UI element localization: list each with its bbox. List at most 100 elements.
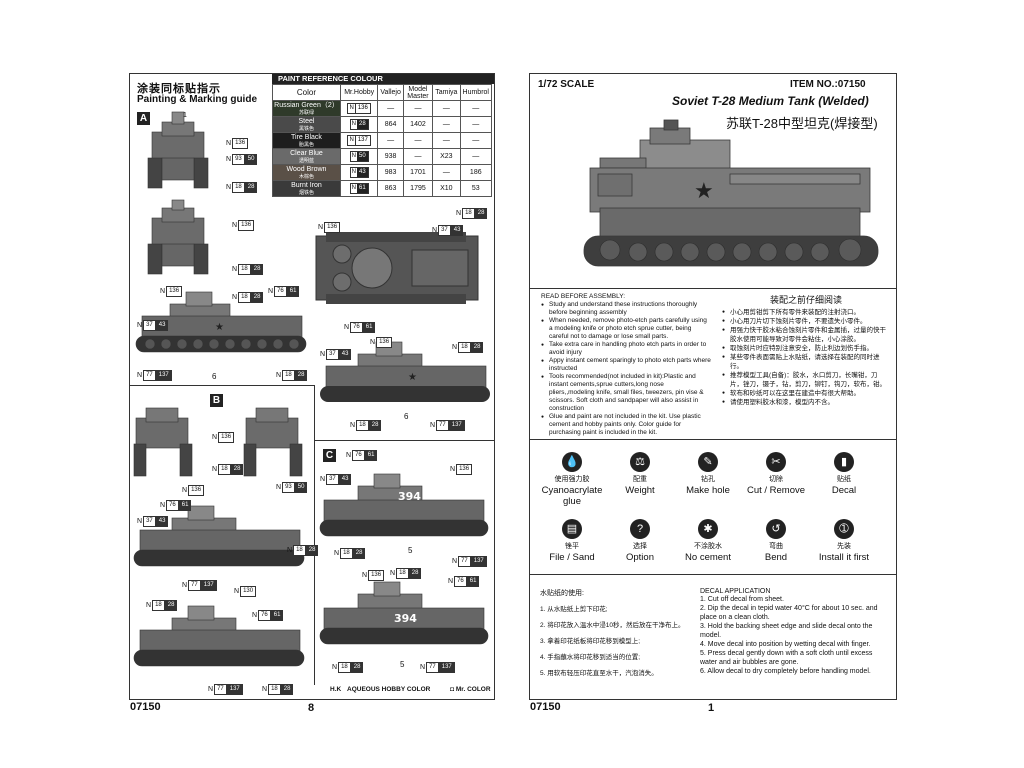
read-before-title: READ BEFORE ASSEMBLY: — [541, 293, 626, 300]
icon-label-en: Option — [626, 552, 654, 563]
section-c-label: C — [323, 449, 336, 462]
decal-num-1-a: 1 — [183, 112, 187, 119]
paint-humbrol-code: — — [459, 100, 493, 117]
paint-humbrol-code: 186 — [459, 164, 493, 181]
tank-top-view — [315, 232, 479, 304]
section-b-label: B — [210, 394, 223, 407]
decal-en-step: 2. Dip the decal in tepid water 40°C for… — [700, 605, 878, 621]
read-before-item: When needed, remove photo-etch parts car… — [541, 317, 711, 341]
tank-side-view-c1: 394 — [319, 473, 489, 537]
icon-label-en: Bend — [764, 552, 788, 563]
item-number-header: ITEM NO.:07150 — [790, 79, 866, 90]
decal-en-title: DECAL APPLICATION — [700, 588, 771, 595]
decal-zh-title: 水贴纸的使用: — [540, 590, 584, 597]
paint-color-name: Steel — [298, 117, 315, 125]
paint-modelmaster-code: — — [402, 148, 434, 165]
icon-label-en: Weight — [625, 485, 655, 496]
paint-tamiya-code: X23 — [432, 148, 461, 165]
right-top-divider — [529, 288, 897, 289]
read-before-item: Appy instant cement sparingly to photo e… — [541, 357, 711, 373]
tank-side-view-a1: ★ — [135, 291, 307, 353]
read-before-zh-item: 小心用刀片切下蚀刻片零件，不要遗失小零件。 — [722, 317, 890, 326]
read-before-zh-item: 请使用塑料胶水和漆，模型内不含。 — [722, 398, 890, 407]
read-before-item: Tools recommended(not included in kit):P… — [541, 373, 711, 413]
weight-icon: ⚖ — [630, 452, 650, 472]
decal-en-step: 6. Allow decal to dry completely before … — [700, 668, 871, 675]
paint-vallejo-code: 863 — [377, 180, 404, 197]
paint-color-name: Wood Brown — [286, 165, 327, 173]
file-sand-icon: ▤ — [562, 519, 582, 539]
icon-label-en: Install it first — [818, 552, 870, 563]
col-color: Color — [272, 84, 341, 101]
read-before-item: Study and understand these instructions … — [541, 301, 711, 317]
cyanoacrylate-glue-icon: 💧 — [562, 452, 582, 472]
paint-vallejo-code: — — [377, 100, 404, 117]
decal-num-5-c2: 5 — [400, 660, 405, 669]
right-item-number: 07150 — [530, 701, 561, 713]
decal-num-6-a: 6 — [212, 372, 217, 381]
icon-label-zh: 配重 — [633, 476, 647, 483]
section-a-label: A — [137, 112, 150, 125]
left-vertical-divider — [314, 385, 315, 685]
paint-modelmaster-code: — — [402, 100, 434, 117]
paint-modelmaster-code: 1402 — [402, 116, 434, 133]
decal-zh-block: 水贴纸的使用: 1. 从水贴纸上剪下印花;2. 将印花放入温水中浸10秒，然后放… — [540, 588, 700, 684]
read-before-zh-item: 取蚀刻片时应特别注意安全，防止利边划伤手指。 — [722, 344, 890, 353]
left-horizontal-divider — [129, 385, 315, 386]
tank-side-view-b1 — [133, 505, 305, 567]
paint-modelmaster-code: 1795 — [402, 180, 434, 197]
right-section-c-divider — [314, 440, 495, 441]
tank-side-view-a2: ★ — [320, 341, 490, 402]
read-before-zh-list: 小心用剪钳剪下所有零件来装配的注射浇口。小心用刀片切下蚀刻片零件，不要遗失小零件… — [722, 308, 890, 407]
paint-color-name: Burnt Iron — [291, 181, 322, 189]
paint-vallejo-code: 864 — [377, 116, 404, 133]
decal-num-6-a2: 6 — [404, 412, 409, 421]
icon-label-zh: 钻孔 — [701, 476, 715, 483]
left-item-number: 07150 — [130, 701, 161, 713]
paint-vallejo-code: 983 — [377, 164, 404, 181]
icon-label-zh: 选择 — [633, 543, 647, 550]
col-mrhobby: Mr.Hobby — [339, 84, 379, 101]
paint-table-title: PAINT REFERENCE COLOUR — [272, 74, 494, 84]
tank-front-view-b1 — [133, 407, 193, 477]
left-page-frame — [129, 73, 495, 700]
paint-color-name: Tire Black — [291, 133, 322, 141]
decal-num-5-c1: 5 — [408, 546, 413, 555]
decal-section-divider — [529, 574, 897, 575]
paint-legend: H.K AQUEOUS HOBBY COLOR ◘ Mr. COLOR — [330, 686, 491, 693]
right-page-number: 1 — [708, 702, 715, 714]
right-page-frame — [529, 73, 897, 700]
install-first-icon: ➀ — [834, 519, 854, 539]
tank-rear-view-b1 — [243, 407, 303, 477]
icon-label-zh: 切除 — [769, 476, 783, 483]
icon-label-zh: 不涂胶水 — [694, 543, 722, 550]
bend-icon: ↺ — [766, 519, 786, 539]
